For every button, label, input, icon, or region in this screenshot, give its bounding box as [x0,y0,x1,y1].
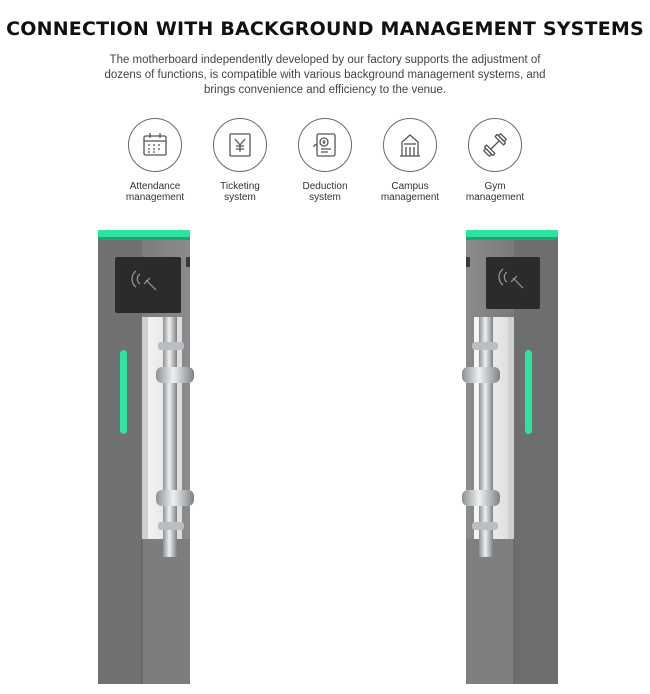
feature-gym: Gym management [445,118,545,203]
dumbbell-icon [468,118,522,172]
top-led-strip [98,230,190,238]
feature-attendance: Attendance management [105,118,205,203]
nfc-icon [498,268,524,289]
feature-label: Ticketing system [220,181,260,203]
page-description: The motherboard independently developed … [104,54,546,96]
side-led [120,350,127,434]
swing-pole [479,317,493,557]
card-reader [486,257,540,309]
feature-deduction: Deduction system [275,118,375,203]
feature-icons-row: Attendance management Ticketing system D… [0,118,650,213]
feature-label: Deduction system [302,181,348,203]
deduction-card-icon [298,118,352,172]
swing-pole [163,317,177,557]
feature-ticketing: Ticketing system [190,118,290,203]
feature-campus: Campus management [360,118,460,203]
calendar-icon [128,118,182,172]
right-turnstile [462,230,558,684]
side-led [525,350,532,434]
building-icon [383,118,437,172]
page-title: CONNECTION WITH BACKGROUND MANAGEMENT SY… [6,18,644,40]
feature-label: Attendance management [125,181,185,203]
card-reader [115,257,181,313]
yen-ticket-icon [213,118,267,172]
nfc-icon [131,270,157,291]
turnstile-illustration [98,230,558,684]
top-led-strip [466,230,558,238]
feature-label: Gym management [465,181,525,203]
feature-label: Campus management [380,181,440,203]
left-turnstile [98,230,194,684]
